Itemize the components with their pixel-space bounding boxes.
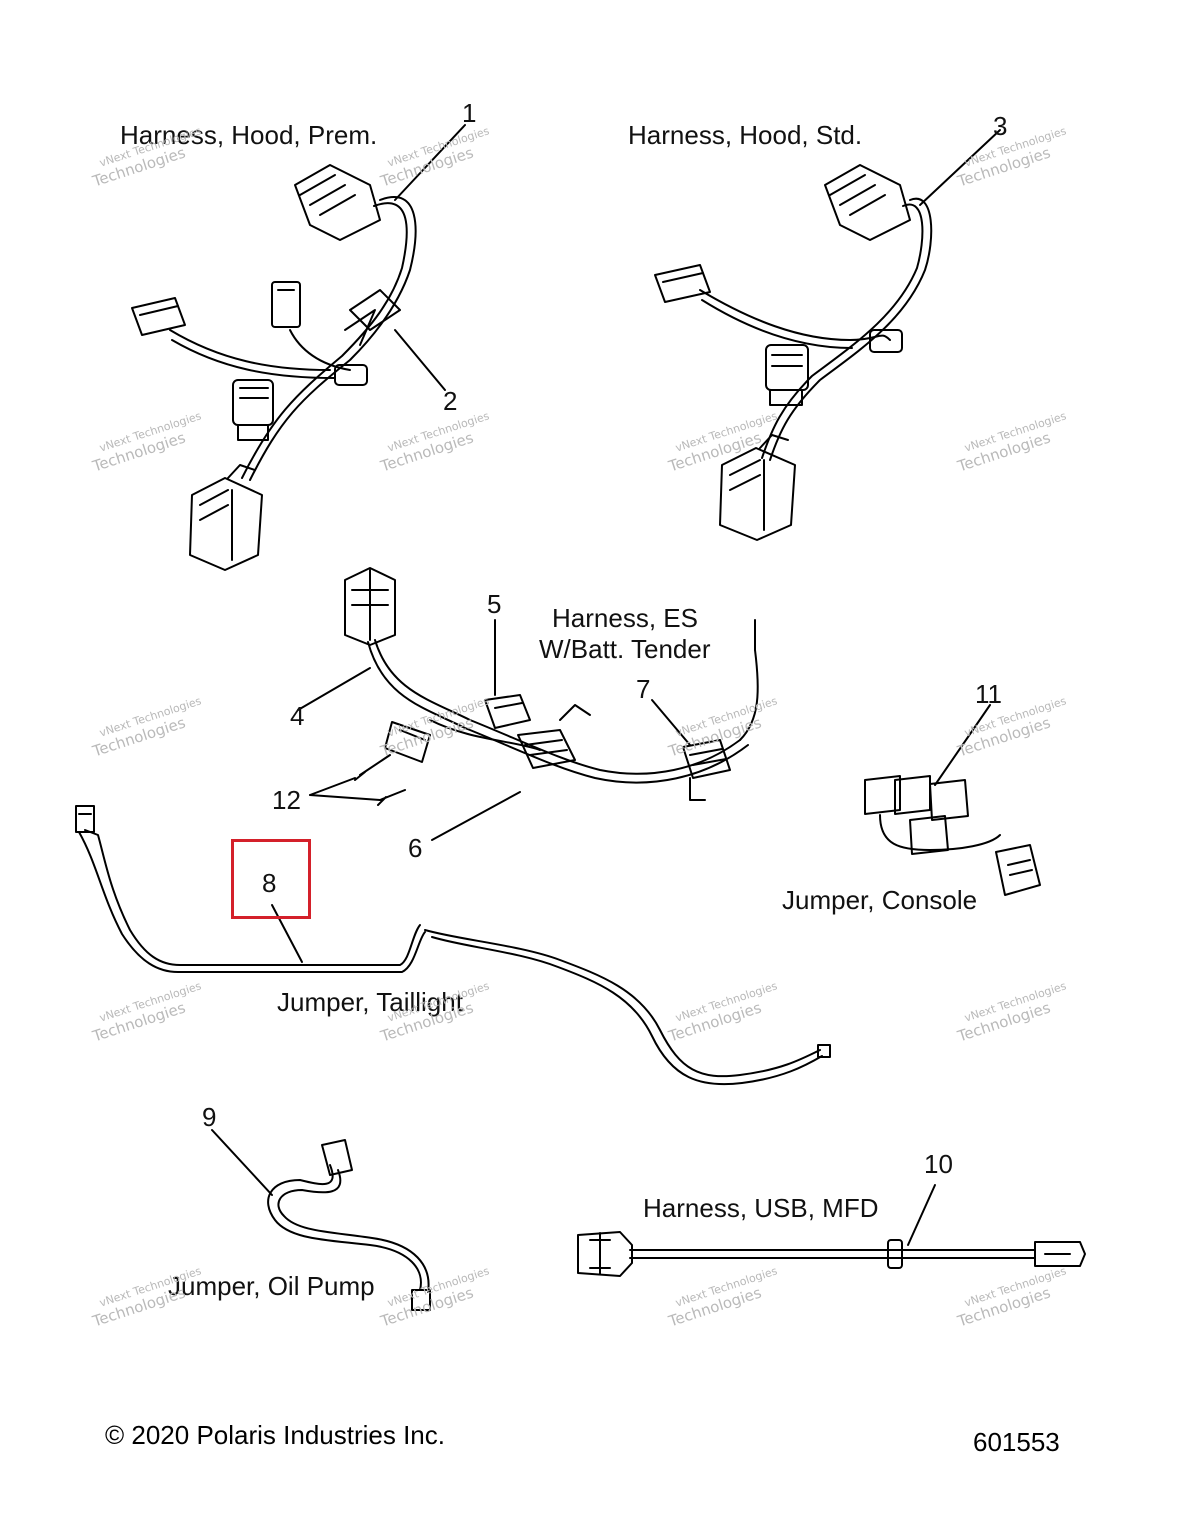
label-harness-es: Harness, ES xyxy=(552,603,698,633)
harness-es-drawing xyxy=(297,567,759,841)
callout-12[interactable]: 12 xyxy=(272,785,301,815)
callout-6[interactable]: 6 xyxy=(408,833,423,863)
label-harness-hood-prem: Harness, Hood, Prem. xyxy=(120,120,378,150)
label-jumper-taillight: Jumper, Taillight xyxy=(277,987,463,1017)
callout-8[interactable]: 8 xyxy=(262,868,277,898)
callout-5[interactable]: 5 xyxy=(487,589,502,619)
callout-7[interactable]: 7 xyxy=(636,674,651,704)
callout-1[interactable]: 1 xyxy=(462,98,477,128)
label-harness-usb-mfd: Harness, USB, MFD xyxy=(643,1193,879,1223)
callout-11[interactable]: 11 xyxy=(975,679,1002,709)
jumper-console-drawing xyxy=(864,704,1041,896)
callout-3[interactable]: 3 xyxy=(993,111,1008,141)
harness-hood-prem-drawing xyxy=(131,124,466,571)
copyright-text: © 2020 Polaris Industries Inc. xyxy=(105,1420,445,1450)
jumper-oil-pump-drawing xyxy=(211,1129,431,1311)
callout-10[interactable]: 10 xyxy=(924,1149,953,1179)
callout-2[interactable]: 2 xyxy=(443,386,458,416)
label-harness-es-batt-tender: W/Batt. Tender xyxy=(539,634,711,664)
part-number: 601553 xyxy=(973,1427,1060,1457)
label-jumper-oil-pump: Jumper, Oil Pump xyxy=(168,1271,375,1301)
label-harness-hood-std: Harness, Hood, Std. xyxy=(628,120,863,150)
label-jumper-console: Jumper, Console xyxy=(782,885,978,915)
jumper-taillight-drawing xyxy=(75,805,831,1086)
harness-usb-mfd-drawing xyxy=(577,1184,1086,1277)
highlight-box-callout-8 xyxy=(231,839,311,919)
harness-hood-std-drawing xyxy=(654,129,1001,541)
callout-4[interactable]: 4 xyxy=(290,701,305,731)
callout-9[interactable]: 9 xyxy=(202,1102,217,1132)
